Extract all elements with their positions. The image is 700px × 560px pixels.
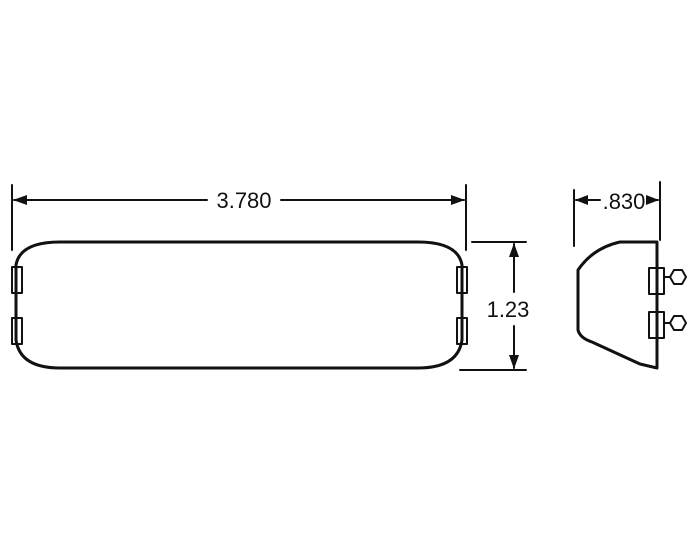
height-arrowhead-top — [509, 243, 519, 257]
front-view: 3.780 1.23 — [11, 184, 530, 371]
height-dimension: 1.23 — [459, 241, 530, 371]
height-label: 1.23 — [487, 297, 530, 322]
depth-arrowhead-left — [575, 195, 588, 205]
side-lamp-profile — [576, 240, 659, 370]
depth-label: .830 — [603, 189, 646, 214]
width-label: 3.780 — [216, 188, 271, 213]
side-terminal-housing-upper — [648, 267, 665, 295]
width-arrowhead-left — [13, 195, 27, 205]
side-terminal-nut-upper — [669, 269, 687, 285]
side-terminal-housing-lower — [648, 311, 665, 339]
front-left-tab-lower — [11, 317, 23, 345]
depth-dimension: .830 — [573, 181, 661, 247]
height-arrowhead-bottom — [509, 355, 519, 369]
depth-arrowhead-right — [646, 195, 659, 205]
width-arrowhead-right — [451, 195, 465, 205]
front-right-tab-lower — [456, 317, 468, 345]
side-view: .830 — [573, 181, 687, 370]
front-right-tab-upper — [456, 266, 468, 294]
front-lamp-body — [14, 240, 464, 370]
front-left-tab-upper — [11, 266, 23, 294]
width-dimension: 3.780 — [11, 184, 467, 251]
side-terminal-nut-lower — [669, 315, 687, 331]
